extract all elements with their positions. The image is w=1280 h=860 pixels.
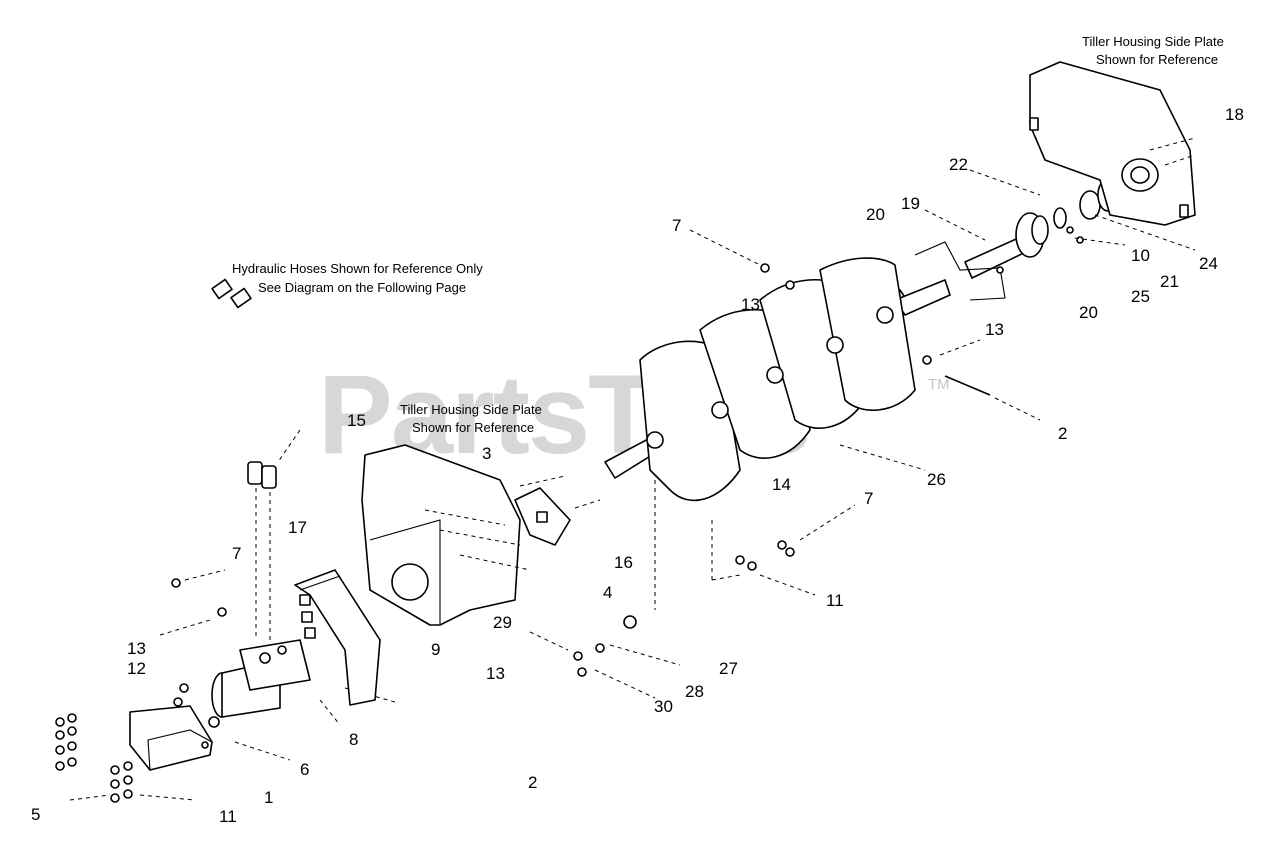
tine-assembly — [604, 257, 951, 610]
callout-22: 22 — [949, 155, 968, 174]
callout-2: 2 — [528, 773, 538, 792]
drive-shield — [294, 569, 381, 706]
callout-12: 12 — [127, 659, 146, 678]
left-hardware — [159, 569, 396, 761]
left-plate-note-line2: Shown for Reference — [412, 420, 535, 435]
hydraulic-fittings — [247, 429, 301, 640]
callout-10: 10 — [1131, 246, 1150, 265]
left-plate-note-line1: Tiller Housing Side Plate — [400, 402, 542, 417]
callout-27: 27 — [719, 659, 738, 678]
nut-set — [55, 713, 196, 803]
callout-24: 24 — [1199, 254, 1218, 273]
callout-13: 13 — [741, 295, 760, 314]
callout-1: 1 — [264, 788, 274, 807]
callout-18: 18 — [1225, 105, 1244, 124]
hoses-note-line2: See Diagram on the Following Page — [258, 280, 467, 295]
left-side-plate — [361, 444, 531, 626]
right-plate-note-line2: Shown for Reference — [1096, 52, 1219, 67]
callout-5: 5 — [31, 805, 41, 824]
callout-9: 9 — [431, 640, 441, 659]
callout-6: 6 — [300, 760, 310, 779]
callout-19: 19 — [901, 194, 920, 213]
callout-3: 3 — [482, 444, 492, 463]
callout-26: 26 — [927, 470, 946, 489]
callout-4: 4 — [603, 583, 613, 602]
callout-14: 14 — [772, 475, 791, 494]
callout-8: 8 — [349, 730, 359, 749]
lower-hardware — [529, 615, 681, 699]
callout-13: 13 — [486, 664, 505, 683]
callout-13: 13 — [127, 639, 146, 658]
callout-13: 13 — [985, 320, 1004, 339]
right-hardware — [689, 229, 1041, 596]
bearing-plate — [514, 475, 601, 546]
right-plate-note-line1: Tiller Housing Side Plate — [1082, 34, 1224, 49]
callout-11: 11 — [826, 591, 844, 610]
hydraulic-motor — [211, 639, 311, 718]
callout-7: 7 — [864, 489, 874, 508]
callout-17: 17 — [288, 518, 307, 537]
callout-30: 30 — [654, 697, 673, 716]
callout-28: 28 — [685, 682, 704, 701]
callout-25: 25 — [1131, 287, 1150, 306]
callout-20: 20 — [866, 205, 885, 224]
callout-11: 11 — [219, 807, 237, 826]
hoses-note-line1: Hydraulic Hoses Shown for Reference Only — [232, 261, 483, 276]
callout-7: 7 — [672, 216, 682, 235]
callout-2: 2 — [1058, 424, 1068, 443]
watermark-trademark: TM — [928, 376, 950, 393]
callout-29: 29 — [493, 613, 512, 632]
mounting-bracket — [129, 705, 213, 771]
hydraulic-hoses — [160, 278, 252, 466]
callout-7: 7 — [232, 544, 242, 563]
right-side-plate — [1029, 61, 1196, 226]
callout-21: 21 — [1160, 272, 1179, 291]
callout-15: 15 — [347, 411, 366, 430]
callout-16: 16 — [614, 553, 633, 572]
callout-20: 20 — [1079, 303, 1098, 322]
